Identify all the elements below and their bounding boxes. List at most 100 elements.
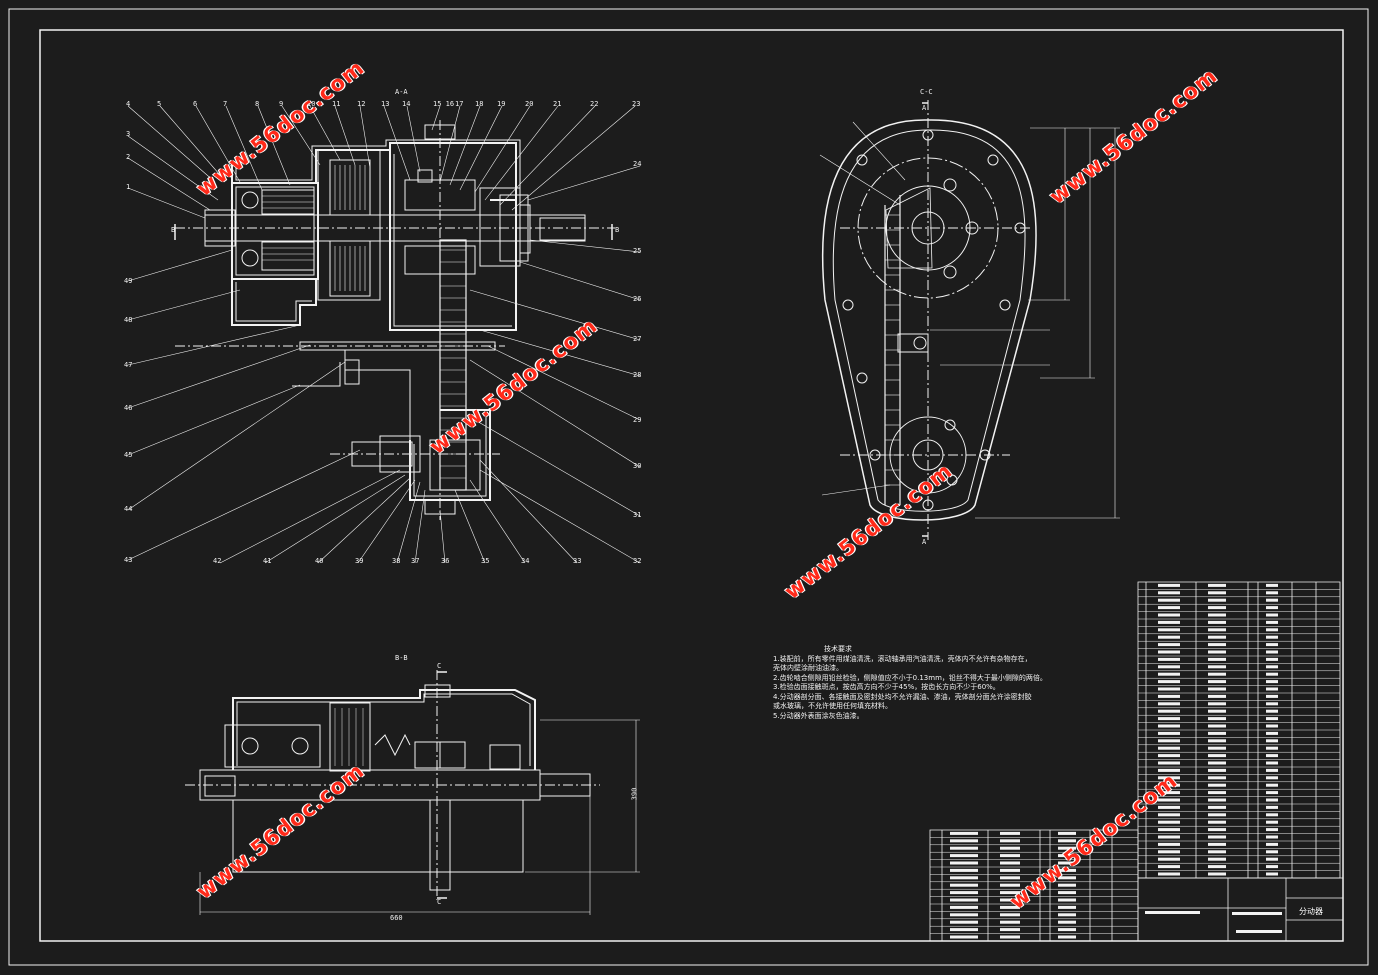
tech-req-item: 5.分动器外表面涂灰色油漆。 — [773, 711, 864, 720]
table-cell-text — [950, 928, 978, 932]
table-cell-text — [1158, 857, 1180, 861]
table-cell-text — [1266, 857, 1278, 861]
table-cell-text — [1266, 613, 1278, 617]
part-number-label: 15 16 — [433, 100, 455, 108]
part-number-label: 1 — [126, 183, 131, 191]
table-cell-text — [1058, 905, 1076, 909]
table-cell-text — [1266, 754, 1278, 758]
part-number-label: 33 — [573, 557, 582, 565]
part-number-label: 30 — [633, 462, 642, 470]
table-cell-text — [1000, 920, 1020, 924]
table-cell-text — [1208, 694, 1226, 698]
table-cell-text — [1266, 835, 1278, 839]
table-cell-text — [1266, 657, 1278, 661]
table-cell-text — [1158, 694, 1180, 698]
part-number-label: 24 — [633, 160, 642, 168]
part-number-label: 22 — [590, 100, 599, 108]
part-number-label: 45 — [124, 451, 133, 459]
table-cell-text — [1208, 798, 1226, 802]
table-cell-text — [1158, 583, 1180, 587]
table-cell-text — [1058, 920, 1076, 924]
table-cell-text — [950, 905, 978, 909]
table-cell-text — [1158, 850, 1180, 854]
table-cell-text — [1266, 583, 1278, 587]
table-cell-text — [1266, 872, 1278, 876]
table-cell-text — [1000, 861, 1020, 865]
table-cell-text — [1266, 591, 1278, 595]
table-cell-text — [1208, 739, 1226, 743]
part-number-label: 14 — [402, 100, 411, 108]
part-number-label: 21 — [553, 100, 562, 108]
table-cell-text — [1058, 898, 1076, 902]
part-number-label: 35 — [481, 557, 490, 565]
table-cell-text — [950, 839, 978, 843]
table-cell-text — [1266, 798, 1278, 802]
part-number-label: 12 — [357, 100, 366, 108]
table-cell-text — [1158, 702, 1180, 706]
table-cell-text — [1158, 665, 1180, 669]
part-number-label: 28 — [633, 371, 642, 379]
table-cell-text — [1208, 606, 1226, 610]
technical-requirements: 技术要求 1.装配前，所有零件用煤油清洗，滚动轴承用汽油清洗，壳体内不允许有杂物… — [773, 645, 1103, 721]
table-cell-text — [1266, 680, 1278, 684]
part-number-label: 26 — [633, 295, 642, 303]
dimension-height: 390 — [630, 787, 639, 801]
table-cell-text — [1058, 891, 1076, 895]
part-number-label: 38 — [392, 557, 401, 565]
table-cell-text — [1266, 842, 1278, 846]
table-cell-text — [1266, 805, 1278, 809]
table-cell-text — [1158, 739, 1180, 743]
table-cell-text — [1158, 828, 1180, 832]
table-cell-text — [1158, 628, 1180, 632]
table-cell-text — [1058, 883, 1076, 887]
table-cell-text — [1058, 839, 1076, 843]
table-cell-text — [1208, 635, 1226, 639]
table-cell-text — [1266, 687, 1278, 691]
table-cell-text — [1000, 831, 1020, 835]
part-number-label: 8 — [255, 100, 260, 108]
table-cell-text — [1208, 724, 1226, 728]
table-cell-text — [1266, 598, 1278, 602]
part-number-label: 11 — [332, 100, 341, 108]
tech-req-heading: 技术要求 — [824, 645, 852, 653]
table-cell-text — [1266, 650, 1278, 654]
table-cell-text — [1000, 928, 1020, 932]
table-cell-text — [1236, 930, 1282, 933]
part-number-label: 9 — [279, 100, 284, 108]
part-number-label: 25 — [633, 247, 642, 255]
table-cell-text — [1266, 768, 1278, 772]
table-cell-text — [1208, 835, 1226, 839]
table-cell-text — [1208, 628, 1226, 632]
table-cell-text — [1208, 687, 1226, 691]
table-cell-text — [1158, 680, 1180, 684]
table-cell-text — [1158, 754, 1180, 758]
table-cell-text — [1158, 805, 1180, 809]
part-number-label: 41 — [263, 557, 272, 565]
part-number-label: 23 — [632, 100, 641, 108]
table-cell-text — [1000, 905, 1020, 909]
title-block-name: 分动器 — [1299, 907, 1323, 916]
part-number-label: 39 — [355, 557, 364, 565]
table-cell-text — [1266, 865, 1278, 869]
table-cell-text — [1058, 854, 1076, 858]
tech-req-item: 3.检验齿面接触斑点，按齿高方向不少于45%，按齿长方向不少于60%。 — [773, 683, 1000, 691]
section-mark-a-top: A — [922, 104, 927, 112]
table-cell-text — [1058, 868, 1076, 872]
table-cell-text — [1000, 876, 1020, 880]
table-cell-text — [1158, 613, 1180, 617]
table-cell-text — [1266, 820, 1278, 824]
table-cell-text — [1208, 717, 1226, 721]
table-cell-text — [1266, 850, 1278, 854]
table-cell-text — [1208, 850, 1226, 854]
table-cell-text — [1000, 868, 1020, 872]
table-cell-text — [1266, 739, 1278, 743]
table-cell-text — [1266, 746, 1278, 750]
table-cell-text — [1000, 846, 1020, 850]
table-cell-text — [1208, 672, 1226, 676]
part-number-label: 17 — [455, 100, 464, 108]
part-number-label: 7 — [223, 100, 228, 108]
table-cell-text — [1158, 657, 1180, 661]
table-cell-text — [1208, 805, 1226, 809]
part-number-label: 32 — [633, 557, 642, 565]
